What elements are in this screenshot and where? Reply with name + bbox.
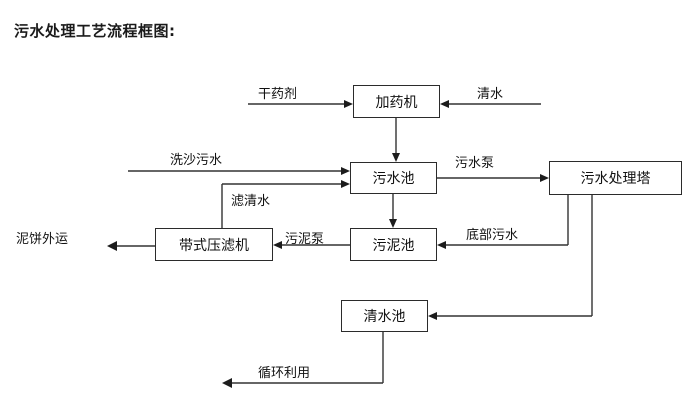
edge-label-dry-chemical: 干药剂 xyxy=(258,87,298,102)
page-title: 污水处理工艺流程框图: xyxy=(14,22,176,40)
node-label: 带式压滤机 xyxy=(179,237,249,254)
edge-dosing-to-sewage-pool xyxy=(392,118,400,162)
node-label: 加药机 xyxy=(375,94,418,111)
node-sewage-pool[interactable]: 污水池 xyxy=(350,162,437,194)
edge-label-mud-cake-transport: 泥饼外运 xyxy=(16,232,69,247)
node-dosing-machine[interactable]: 加药机 xyxy=(353,85,440,118)
edge-label-sand-wash-sewage: 洗沙污水 xyxy=(170,153,223,168)
node-label: 污泥池 xyxy=(372,237,415,254)
node-label: 污水池 xyxy=(372,171,415,187)
edge-dry-chemical-to-dosing xyxy=(248,100,353,108)
edge-label-bottom-sewage: 底部污水 xyxy=(466,228,519,243)
edge-belt-press-to-outbound xyxy=(107,241,155,251)
node-sludge-pool[interactable]: 污泥池 xyxy=(350,228,437,261)
edge-sewage-pool-to-sludge xyxy=(389,194,397,228)
node-treatment-tower[interactable]: 污水处理塔 xyxy=(549,161,682,195)
node-clear-water-pool[interactable]: 清水池 xyxy=(341,300,428,332)
edge-sludge-to-belt-press xyxy=(273,241,350,249)
node-label: 污水处理塔 xyxy=(580,171,651,187)
edge-clean-water-to-dosing xyxy=(440,100,541,108)
node-label: 清水池 xyxy=(363,309,406,325)
edge-label-filtered-water: 滤清水 xyxy=(231,194,271,209)
edge-filtered-water-to-pool xyxy=(221,180,350,228)
edge-clear-water-to-recycling xyxy=(222,332,384,388)
edge-tower-to-sludge-pool xyxy=(437,195,569,249)
edge-label-clean-water: 清水 xyxy=(477,87,504,102)
edge-label-sludge-pump: 污泥泵 xyxy=(285,232,325,247)
edge-label-recycling: 循环利用 xyxy=(258,366,311,381)
edge-sewage-pool-to-tower xyxy=(437,174,549,182)
node-belt-filter-press[interactable]: 带式压滤机 xyxy=(155,228,273,261)
edge-sand-wash-to-sewage-pool xyxy=(128,167,350,175)
edge-label-sewage-pump: 污水泵 xyxy=(455,156,495,171)
edge-tower-to-clear-water xyxy=(428,195,593,320)
